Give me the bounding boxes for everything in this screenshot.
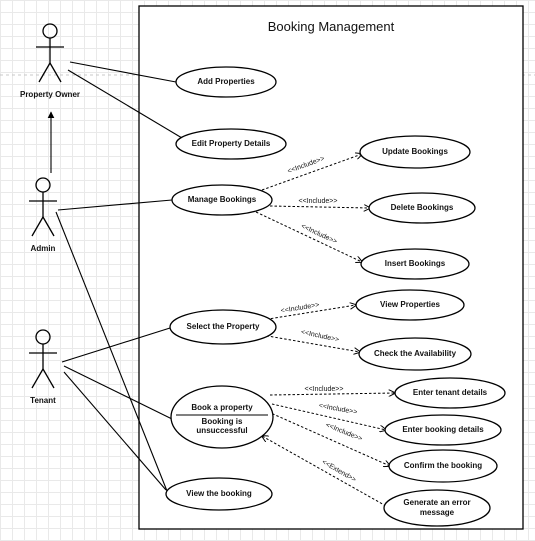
- use-case-check-availability[interactable]: Check the Availability: [358, 337, 472, 371]
- use-case-update-bookings[interactable]: Update Bookings: [359, 135, 471, 169]
- use-case-ellipse: [175, 128, 287, 160]
- association-tenant-book-property: [63, 365, 173, 420]
- dependency-select-property-view-properties: [261, 305, 356, 321]
- use-case-ellipse: [171, 184, 273, 216]
- use-case-view-booking[interactable]: View the booking: [165, 477, 273, 511]
- use-case-confirm-booking[interactable]: Confirm the booking: [388, 449, 498, 483]
- use-case-label: View Properties: [380, 300, 440, 309]
- use-case-label: Update Bookings: [382, 147, 448, 156]
- actor-label: Property Owner: [20, 90, 80, 99]
- use-case-add-properties[interactable]: Add Properties: [175, 66, 277, 98]
- use-case-ellipse: [360, 248, 470, 280]
- use-case-label: Manage Bookings: [188, 195, 257, 204]
- use-case-view-properties[interactable]: View Properties: [355, 289, 465, 321]
- use-case-label: Confirm the booking: [404, 461, 482, 470]
- use-case-label: Insert Bookings: [385, 259, 446, 268]
- association-owner-add-properties: [69, 61, 177, 83]
- use-case-ellipse: [388, 449, 498, 483]
- use-case-label: Edit Property Details: [192, 139, 271, 148]
- use-case-edit-property-details[interactable]: Edit Property Details: [175, 128, 287, 160]
- use-case-select-property[interactable]: Select the Property: [169, 309, 277, 345]
- actor-tenant[interactable]: Tenant: [29, 329, 57, 405]
- use-case-delete-bookings[interactable]: Delete Bookings: [368, 192, 476, 224]
- use-case-ellipse: [170, 385, 274, 449]
- use-case-ellipse: [368, 192, 476, 224]
- actor-label: Tenant: [30, 396, 56, 405]
- use-case-enter-booking-details[interactable]: Enter booking details: [384, 414, 502, 446]
- dependency-manage-bookings-delete-bookings: [269, 206, 370, 208]
- actor-figure-icon: [29, 177, 57, 237]
- use-case-label: Delete Bookings: [391, 203, 454, 212]
- dependency-label: <<Include>>: [305, 386, 344, 393]
- dependency-manage-bookings-insert-bookings: [255, 211, 362, 262]
- extension-point-label: Booking is: [202, 417, 243, 426]
- use-case-label: Enter booking details: [402, 425, 484, 434]
- association-admin-view-booking: [55, 211, 168, 492]
- use-case-enter-tenant-details[interactable]: Enter tenant details: [394, 377, 506, 409]
- use-case-ellipse: [165, 477, 273, 511]
- dependency-label: <<Include>>: [299, 198, 338, 205]
- actor-owner[interactable]: Property Owner: [20, 23, 80, 99]
- actor-figure-icon: [29, 329, 57, 389]
- extension-point-label: unsuccessful: [196, 426, 247, 435]
- dependency-generate-error-book-property: [262, 436, 387, 507]
- dependency-select-property-check-availability: [261, 334, 360, 352]
- use-case-label: View the booking: [186, 489, 252, 498]
- use-case-label: Check the Availability: [374, 349, 457, 358]
- use-case-label: message: [420, 508, 455, 517]
- association-tenant-view-booking: [63, 371, 167, 491]
- use-case-ellipse: [169, 309, 277, 345]
- use-case-ellipse: [175, 66, 277, 98]
- system-title: Booking Management: [268, 19, 395, 34]
- use-case-label: Select the Property: [187, 322, 260, 331]
- use-case-manage-bookings[interactable]: Manage Bookings: [171, 184, 273, 216]
- association-admin-manage-bookings: [57, 199, 173, 211]
- use-case-label: Generate an error: [403, 498, 470, 507]
- dependency-book-property-confirm-booking: [263, 409, 390, 466]
- actor-label: Admin: [31, 244, 56, 253]
- use-case-ellipse: [383, 489, 491, 527]
- association-tenant-select-property: [61, 327, 171, 363]
- association-owner-edit-property-details: [67, 69, 183, 139]
- actor-figure-icon: [36, 23, 64, 83]
- use-case-ellipse: [358, 337, 472, 371]
- use-case-ellipse: [384, 414, 502, 446]
- use-case-label: Enter tenant details: [413, 388, 488, 397]
- actor-admin[interactable]: Admin: [29, 177, 57, 253]
- dependency-book-property-enter-tenant-details: [269, 393, 395, 395]
- use-case-label: Add Properties: [197, 77, 255, 86]
- dependency-book-property-enter-booking-details: [271, 403, 386, 430]
- use-case-ellipse: [359, 135, 471, 169]
- use-case-label: Book a property: [191, 403, 253, 412]
- use-case-insert-bookings[interactable]: Insert Bookings: [360, 248, 470, 280]
- use-case-ellipse: [355, 289, 465, 321]
- use-case-ellipse: [394, 377, 506, 409]
